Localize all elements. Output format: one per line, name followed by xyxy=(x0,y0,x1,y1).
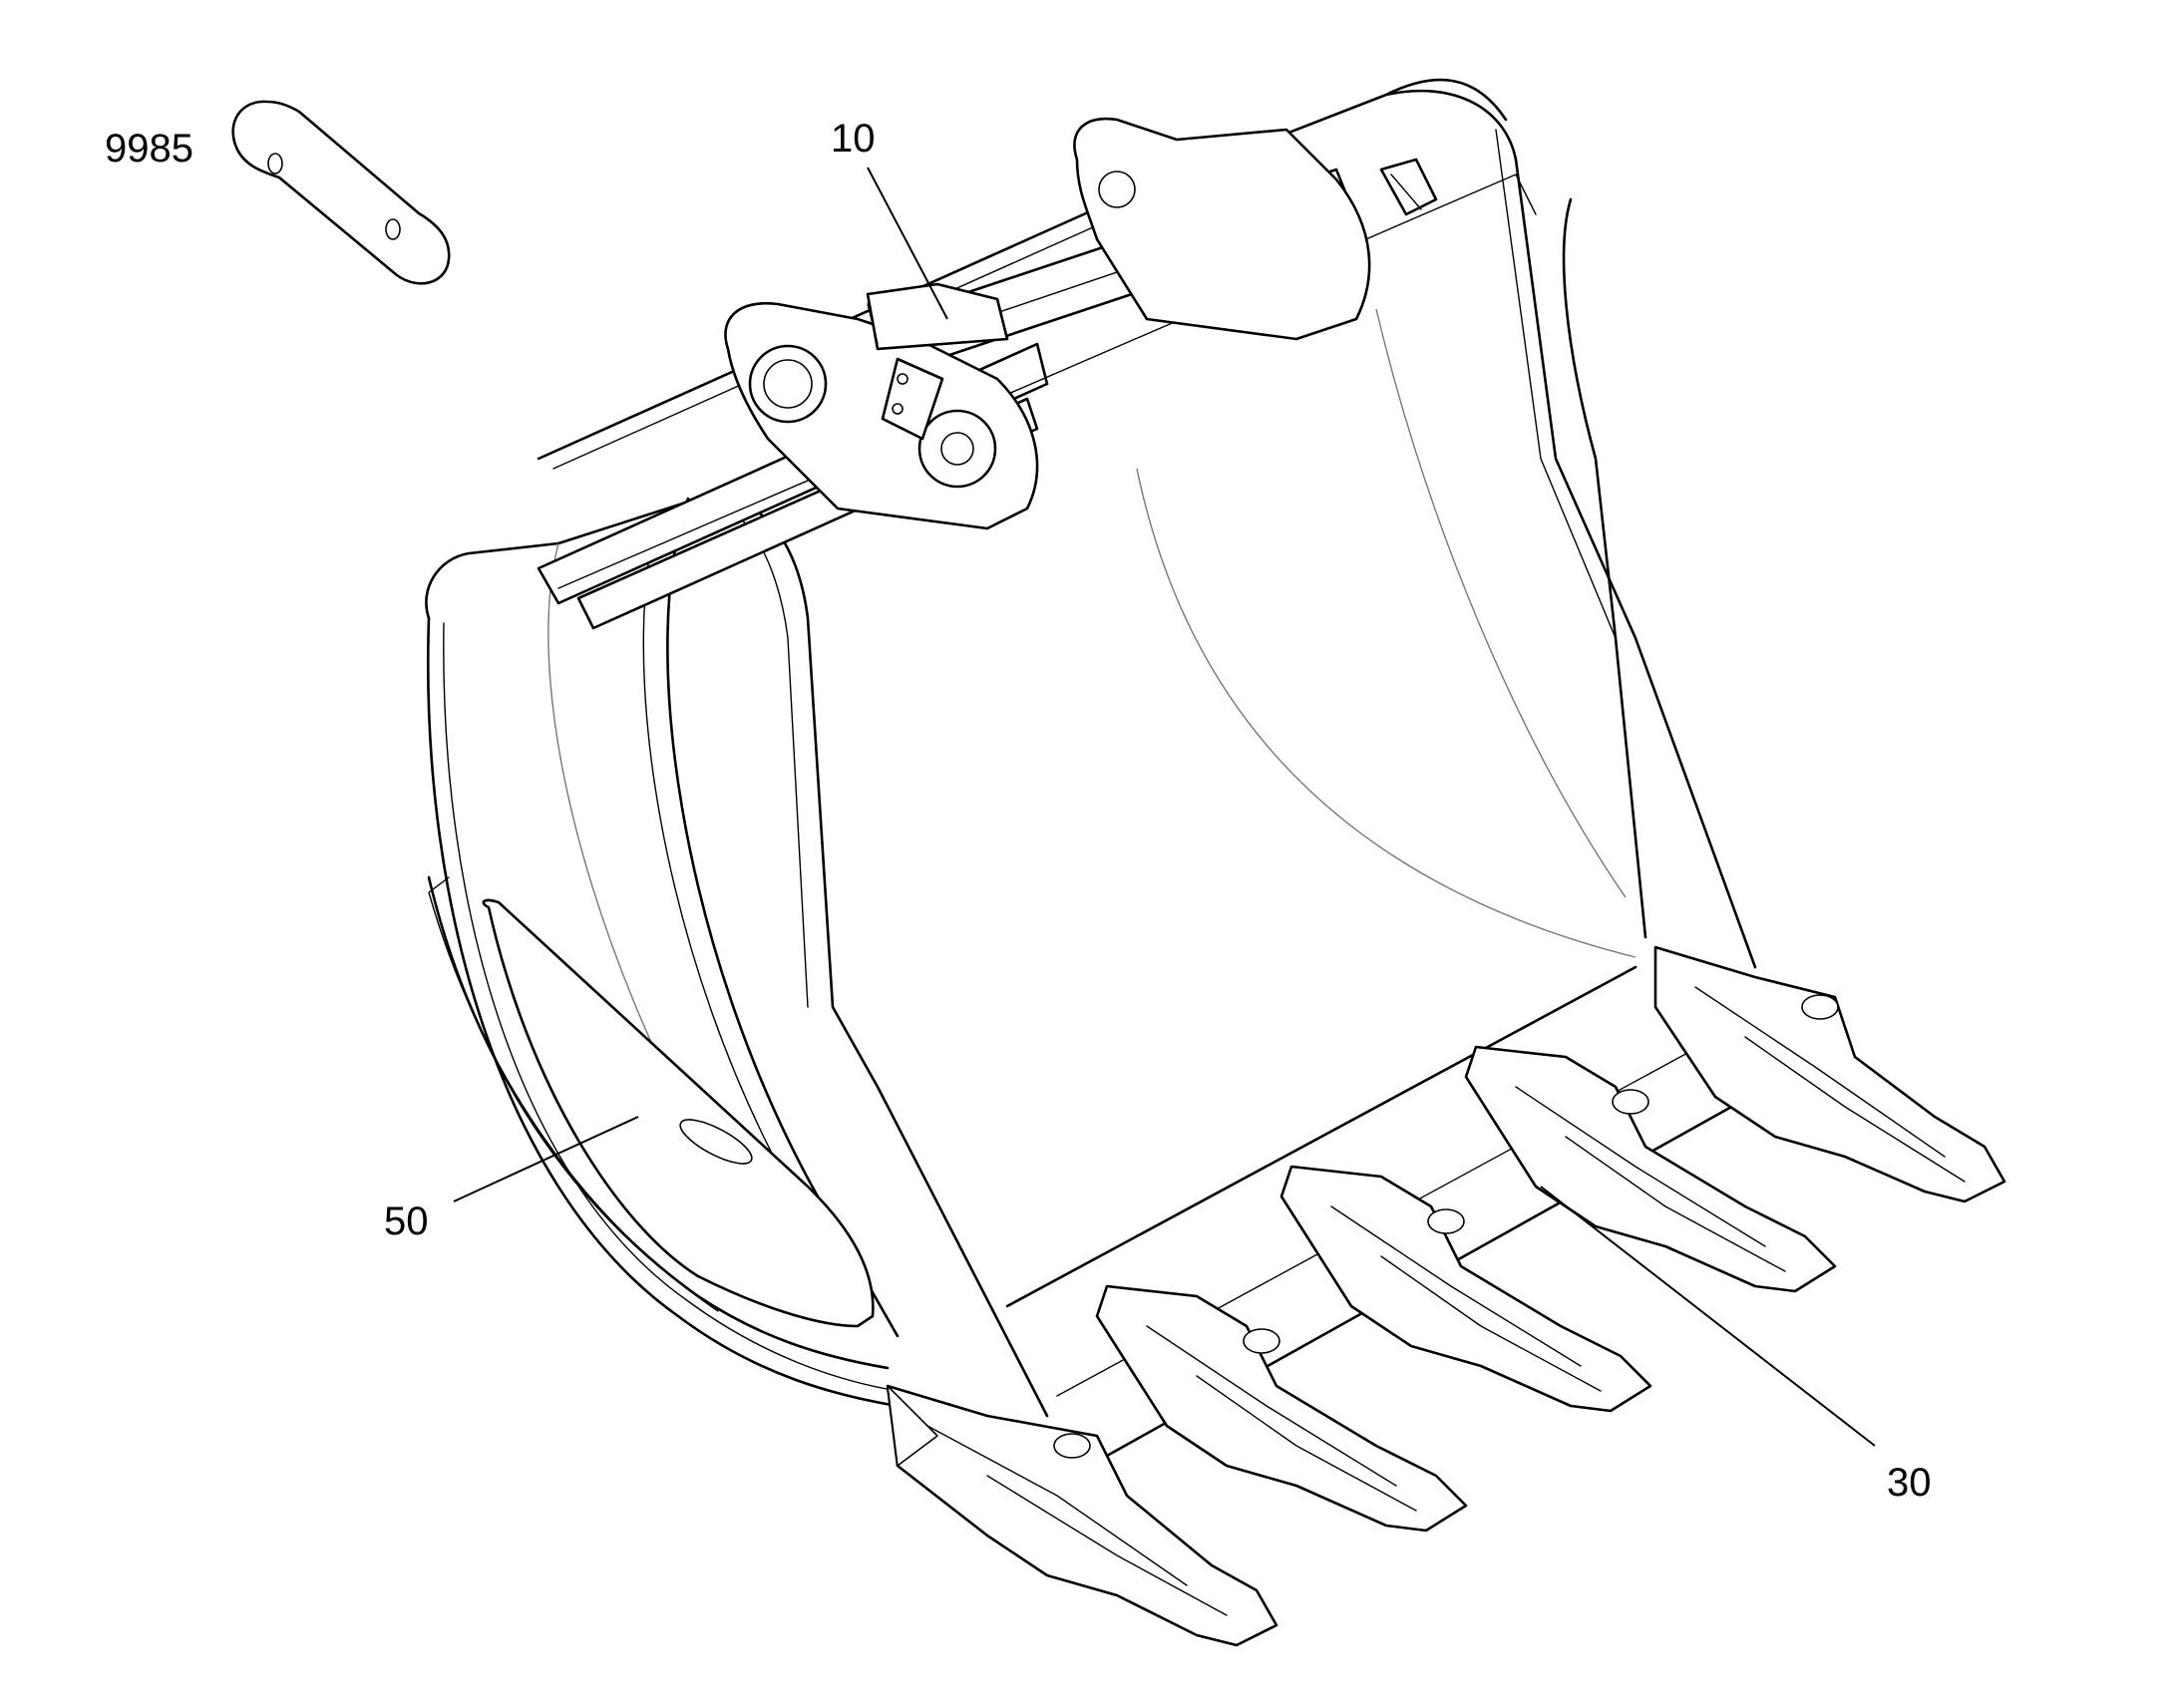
tooth-4[interactable] xyxy=(1464,1045,1837,1293)
callout-9985: 9985 xyxy=(105,127,193,171)
leader-30 xyxy=(1540,1186,1876,1447)
mounting-bracket-part-10[interactable] xyxy=(537,117,1537,630)
tooth-2[interactable] xyxy=(1095,1284,1468,1533)
leader-10 xyxy=(867,167,948,320)
leader-50 xyxy=(453,1116,639,1202)
callout-30: 30 xyxy=(1887,1461,1932,1505)
tooth-3[interactable] xyxy=(1279,1165,1652,1413)
callout-labels: 9985 10 50 30 xyxy=(105,117,1932,1505)
tooth-5[interactable] xyxy=(1653,945,2006,1203)
side-wear-plate-part-50[interactable] xyxy=(482,898,875,1328)
callout-10: 10 xyxy=(831,117,876,161)
bucket-teeth[interactable] xyxy=(886,945,2006,1647)
plate-part-9985[interactable] xyxy=(231,100,451,285)
callout-50: 50 xyxy=(384,1199,429,1243)
leader-lines xyxy=(453,167,1876,1447)
tooth-1[interactable] xyxy=(886,1384,1278,1647)
